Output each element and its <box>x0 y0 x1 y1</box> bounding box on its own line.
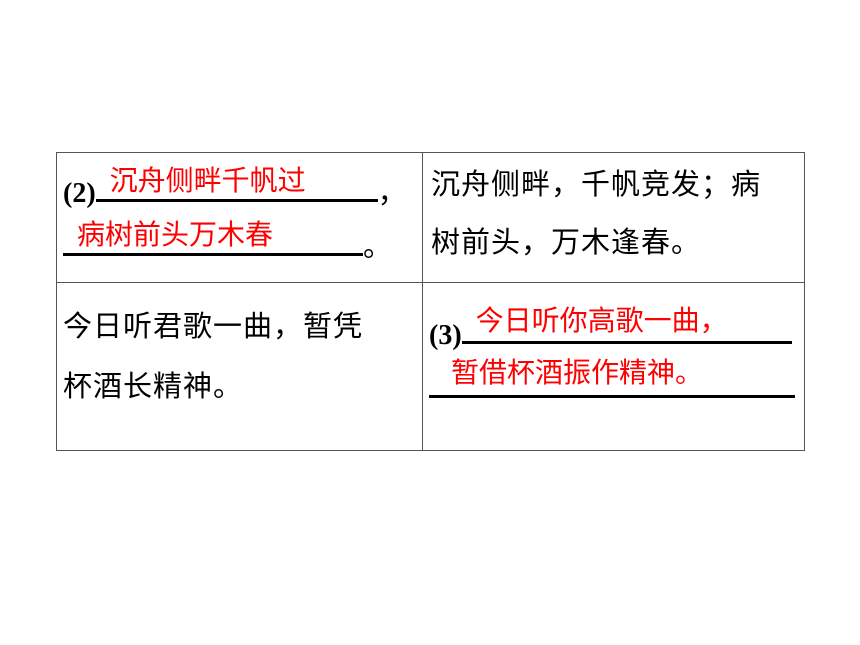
cell-row1-left: (2) 沉舟侧畔千帆过 ， 病树前头万木春 。 <box>56 152 423 283</box>
translation-table: (2) 沉舟侧畔千帆过 ， 病树前头万木春 。 沉舟侧畔，千帆竞发；病 树前头，万木逢… <box>56 152 805 451</box>
row2-left-line2: 杯酒长精神。 <box>63 369 244 403</box>
punctuation: ， <box>377 175 407 209</box>
punctuation: 。 <box>363 229 393 263</box>
row1-left-line1: (2) 沉舟侧畔千帆过 ， <box>63 165 407 211</box>
answer-blank[interactable]: 暂借杯酒振作精神。 <box>429 357 795 398</box>
answer-text: 暂借杯酒振作精神。 <box>451 356 704 389</box>
row2-left-line1: 今日听君歌一曲，暂凭 <box>63 309 364 343</box>
cell-row2-left: 今日听君歌一曲，暂凭 杯酒长精神。 <box>56 282 423 451</box>
item-number: (2) <box>63 178 96 209</box>
answer-text: 今日听你高歌一曲， <box>475 304 728 337</box>
row1-right-line2: 树前头，万木逢春。 <box>431 225 702 259</box>
answer-blank[interactable]: 病树前头万木春 <box>63 219 363 256</box>
answer-blank[interactable]: 沉舟侧畔千帆过 <box>95 165 378 202</box>
table-row: (2) 沉舟侧畔千帆过 ， 病树前头万木春 。 沉舟侧畔，千帆竞发；病 树前头，万木逢… <box>56 152 805 283</box>
cell-row1-right: 沉舟侧畔，千帆竞发；病 树前头，万木逢春。 <box>422 152 805 283</box>
cell-row2-right: (3) 今日听你高歌一曲， 暂借杯酒振作精神。 <box>422 282 805 451</box>
row2-right-line1: (3) 今日听你高歌一曲， <box>429 305 792 353</box>
item-number: (3) <box>429 320 462 351</box>
row1-right-line1: 沉舟侧畔，千帆竞发；病 <box>431 167 762 201</box>
table-row: 今日听君歌一曲，暂凭 杯酒长精神。 (3) 今日听你高歌一曲， 暂借杯酒振作精神。 <box>56 282 805 451</box>
answer-text: 沉舟侧畔千帆过 <box>109 164 306 197</box>
answer-text: 病树前头万木春 <box>77 218 274 251</box>
row2-right-line2: 暂借杯酒振作精神。 <box>429 357 795 405</box>
answer-blank[interactable]: 今日听你高歌一曲， <box>461 305 792 344</box>
row1-left-line2: 病树前头万木春 。 <box>63 219 393 263</box>
